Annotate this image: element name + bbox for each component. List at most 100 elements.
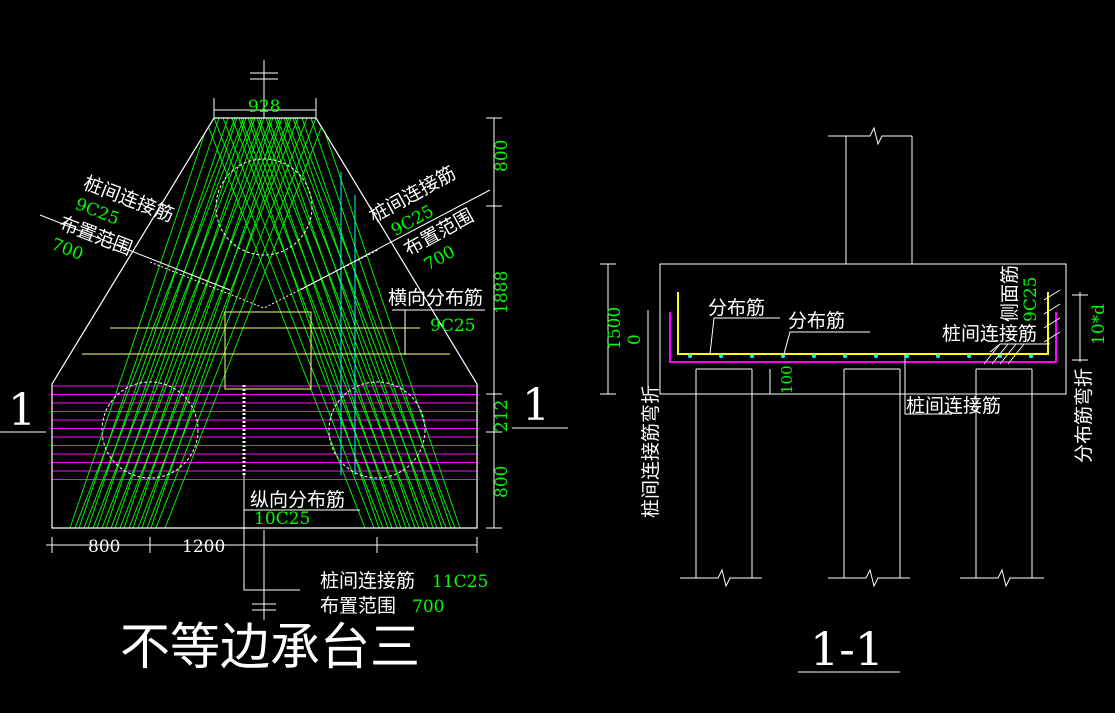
section-side-rebar xyxy=(1043,289,1061,343)
green-rebar-b xyxy=(110,118,272,528)
rebar-dot xyxy=(1029,354,1033,358)
green-rebar-d xyxy=(283,118,425,528)
section-title: 1-1 xyxy=(810,622,884,676)
column-break xyxy=(828,126,912,146)
green-rebar-c xyxy=(69,118,211,528)
rebar-dot xyxy=(750,354,754,358)
bottom-rebar-spec: 11C25 xyxy=(432,572,488,592)
section-distribution-a: 分布筋 xyxy=(708,297,765,319)
green-rebar-b xyxy=(155,118,317,528)
dim-top-text: 928 xyxy=(248,97,280,117)
section-mark-left: 1 xyxy=(8,385,36,436)
dim-right-text-4: 800 xyxy=(492,466,512,498)
dim-bottom-text-2: 1200 xyxy=(182,537,225,557)
green-rebar-c xyxy=(114,118,256,528)
green-rebar-b xyxy=(146,118,308,528)
section-pile-left xyxy=(680,368,762,588)
section-connect-bottom: 桩间连接筋 xyxy=(906,395,1001,417)
pile-circle-left xyxy=(101,381,199,479)
longitudinal-rebar-spec: 10C25 xyxy=(254,509,310,529)
section-embed-text: 100 xyxy=(778,365,796,394)
section-rebar-magenta xyxy=(669,312,1057,363)
rebar-dot xyxy=(812,354,816,358)
green-rebar-d xyxy=(310,118,452,528)
section-pile-right xyxy=(960,368,1044,588)
section-depth-text: 1500 xyxy=(605,307,625,350)
section-mark-right: 1 xyxy=(522,380,550,431)
section-rebar-hatch-right xyxy=(983,343,1025,365)
dim-right-text-3: 212 xyxy=(492,400,512,432)
green-rebar-d xyxy=(301,118,443,528)
green-rebar-c xyxy=(150,118,292,528)
leader-right xyxy=(299,189,491,291)
leader-bottom xyxy=(243,475,300,591)
green-rebar-b xyxy=(101,118,263,528)
green-rebar-c xyxy=(105,118,247,528)
green-rebar-b xyxy=(92,118,254,528)
section-pile-middle xyxy=(828,368,910,588)
leader-connect-right xyxy=(989,343,1050,353)
plan-title: 不等边承台三 xyxy=(120,618,420,676)
green-rebar-b xyxy=(137,118,299,528)
section-bend-length-text: 10*d xyxy=(1089,304,1109,345)
section-bend-left: 桩间连接筋弯折 xyxy=(640,385,662,518)
green-rebar-c xyxy=(87,118,229,528)
green-rebar-c xyxy=(96,118,238,528)
section-side-rebar-spec: 9C25 xyxy=(1021,277,1041,322)
green-rebar-d xyxy=(247,118,389,528)
leader-connect-bottom xyxy=(904,354,952,415)
transverse-rebar-name: 横向分布筋 xyxy=(388,287,483,309)
green-rebar-d xyxy=(292,118,434,528)
pile-circle-top xyxy=(215,158,313,256)
pile-circle-right xyxy=(328,381,426,479)
column-outline xyxy=(224,311,312,390)
green-rebar-c xyxy=(123,118,265,528)
green-rebar-c xyxy=(78,118,220,528)
leader-distribution-a xyxy=(709,317,780,355)
dim-bottom-text-1: 800 xyxy=(88,537,120,557)
section-cap-outline xyxy=(659,263,1067,395)
rebar-dot xyxy=(874,354,878,358)
bottom-rebar-name: 桩间连接筋 xyxy=(320,570,415,592)
dim-right-text-1: 800 xyxy=(492,140,512,172)
rebar-dot xyxy=(843,354,847,358)
green-rebar-a xyxy=(276,118,438,528)
green-rebar-c xyxy=(141,118,283,528)
green-rebar-d xyxy=(265,118,407,528)
leader-distribution-b xyxy=(783,331,870,355)
green-rebar-a xyxy=(294,118,456,528)
rebar-dot xyxy=(905,354,909,358)
bottom-rebar-range-value: 700 xyxy=(412,597,444,617)
green-rebar-b xyxy=(119,118,281,528)
transverse-rebar-spec: 9C25 xyxy=(430,316,475,336)
section-distribution-b: 分布筋 xyxy=(788,310,845,332)
green-rebar-d xyxy=(256,118,398,528)
rebar-hatch xyxy=(52,118,477,528)
bottom-rebar-range-label: 布置范围 xyxy=(320,595,396,617)
section-side-rebar-name: 侧面筋 xyxy=(999,265,1021,322)
rebar-dot xyxy=(719,354,723,358)
green-rebar-a xyxy=(285,118,447,528)
section-rebar-dots xyxy=(688,354,1033,358)
section-view: 1500 0 100 10*d 分布筋 分布筋 桩间连接筋 桩间连接筋 侧面筋 … xyxy=(600,126,1109,676)
rebar-dot xyxy=(781,354,785,358)
green-rebar-b xyxy=(74,118,236,528)
section-rebar-yellow xyxy=(677,292,1049,355)
green-rebar-b xyxy=(128,118,290,528)
section-connect-right: 桩间连接筋 xyxy=(942,323,1037,345)
rebar-dot xyxy=(936,354,940,358)
green-rebar-a xyxy=(249,118,411,528)
green-rebar-d xyxy=(274,118,416,528)
rebar-dot xyxy=(967,354,971,358)
plan-view: 1 1 928 800 1888 212 800 800 1200 桩间连接筋 … xyxy=(0,60,568,676)
green-rebar-c xyxy=(132,118,274,528)
section-bend-right: 分布筋弯折 xyxy=(1073,368,1095,463)
green-rebar-a xyxy=(258,118,420,528)
rebar-dot xyxy=(688,354,692,358)
section-cover-text: 0 xyxy=(625,334,645,345)
longitudinal-rebar-name: 纵向分布筋 xyxy=(250,489,345,511)
dim-right-text-2: 1888 xyxy=(492,271,512,314)
green-rebar-b xyxy=(83,118,245,528)
green-rebar-a xyxy=(267,118,429,528)
